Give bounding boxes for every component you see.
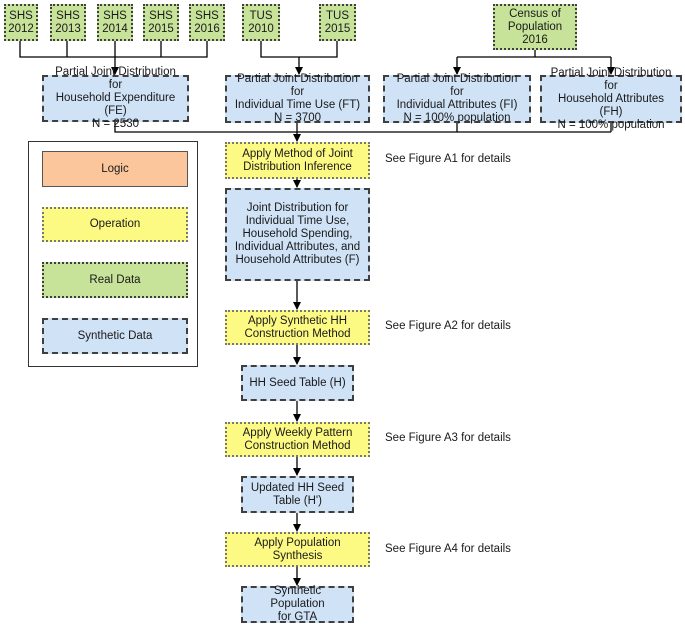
legend-real-data: Real Data bbox=[42, 262, 188, 298]
note-figure-a3: See Figure A3 for details bbox=[385, 432, 511, 444]
legend-operation: Operation bbox=[42, 207, 188, 242]
connector-tus-2010 bbox=[260, 41, 338, 58]
source-shs-2012: SHS 2012 bbox=[4, 4, 38, 41]
note-figure-a2: See Figure A2 for details bbox=[385, 320, 511, 332]
source-tus-2010: TUS 2010 bbox=[242, 4, 280, 41]
connector-shs-2012 bbox=[19, 41, 115, 58]
hh-seed-table: HH Seed Table (H) bbox=[241, 365, 354, 401]
connector-shs-2016 bbox=[115, 41, 208, 58]
note-figure-a1: See Figure A1 for details bbox=[385, 153, 511, 165]
source-shs-2014: SHS 2014 bbox=[97, 4, 133, 41]
note-figure-a4: See Figure A4 for details bbox=[385, 543, 511, 555]
source-census-2016: Census of Population 2016 bbox=[493, 4, 577, 50]
source-shs-2015: SHS 2015 bbox=[143, 4, 179, 41]
partial-household-attributes: Partial Joint Distribution for Household… bbox=[540, 67, 682, 131]
source-shs-2016: SHS 2016 bbox=[189, 4, 225, 41]
partial-time-use: Partial Joint Distribution for Individua… bbox=[225, 73, 370, 124]
step-weekly-pattern: Apply Weekly Pattern Construction Method bbox=[225, 422, 370, 457]
source-shs-2013: SHS 2013 bbox=[50, 4, 86, 41]
step-joint-inference: Apply Method of Joint Distribution Infer… bbox=[225, 142, 370, 179]
source-tus-2015: TUS 2015 bbox=[319, 4, 356, 41]
legend-logic: Logic bbox=[42, 151, 188, 187]
joint-distribution: Joint Distribution for Individual Time U… bbox=[225, 188, 370, 281]
connector-merge-bus bbox=[114, 122, 611, 133]
synthetic-population-output: Synthetic Population for GTA bbox=[241, 585, 354, 623]
partial-individual-attributes: Partial Joint Distribution for Individua… bbox=[383, 73, 531, 124]
legend-synthetic-data: Synthetic Data bbox=[42, 318, 188, 354]
step-population-synthesis: Apply Population Synthesis bbox=[225, 532, 370, 567]
updated-hh-seed-table: Updated HH Seed Table (H') bbox=[241, 476, 354, 513]
step-hh-construction: Apply Synthetic HH Construction Method bbox=[225, 310, 370, 345]
partial-expenditure: Partial Joint Distribution for Household… bbox=[42, 66, 189, 130]
